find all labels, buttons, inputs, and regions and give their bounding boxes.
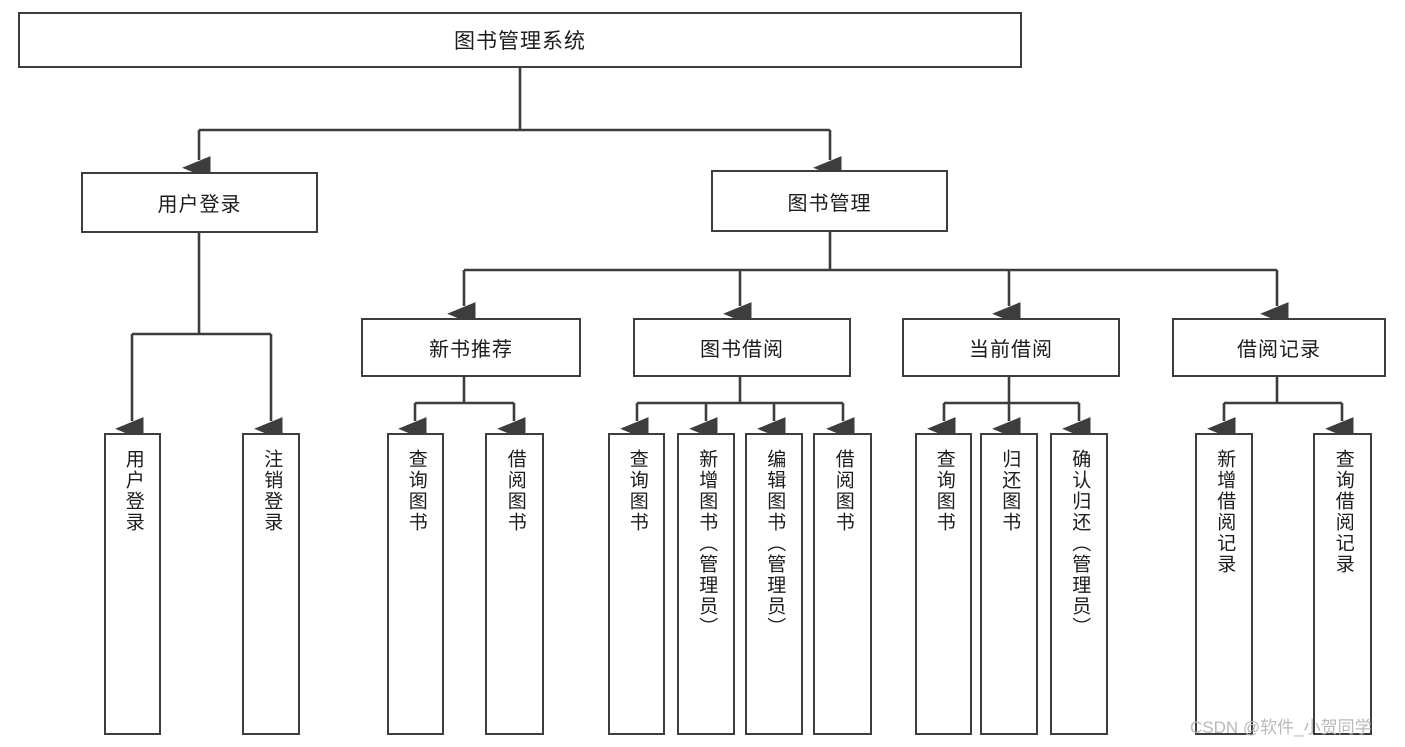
node-current-borrow[interactable]: 当前借阅 [902,318,1120,377]
leaf-borrow-query-book[interactable]: 查询图书 [608,433,665,735]
leaf-record-add[interactable]: 新增借阅记录 [1195,433,1253,735]
node-book-management[interactable]: 图书管理 [711,170,948,232]
leaf-borrow-borrow-book[interactable]: 借阅图书 [813,433,872,735]
node-label: 查询图书 [405,449,427,533]
node-label: 编辑图书（管理员） [764,449,786,638]
node-label: 借阅图书 [504,449,526,533]
node-borrow-record[interactable]: 借阅记录 [1172,318,1386,377]
node-label: 新增图书（管理员） [696,449,718,638]
node-label: 归还图书 [999,449,1021,533]
leaf-new-book-query[interactable]: 查询图书 [387,433,444,735]
leaf-borrow-add-book-admin[interactable]: 新增图书（管理员） [677,433,735,735]
node-user-login[interactable]: 用户登录 [81,172,318,233]
node-label: 注销登录 [261,449,283,533]
node-label: 新书推荐 [429,339,513,361]
leaf-user-logout[interactable]: 注销登录 [242,433,300,735]
leaf-borrow-edit-book-admin[interactable]: 编辑图书（管理员） [745,433,803,735]
node-label: 用户登录 [122,449,144,533]
node-new-book-recommend[interactable]: 新书推荐 [361,318,581,377]
node-label: 借阅记录 [1237,339,1321,361]
node-label: 当前借阅 [969,339,1053,361]
node-label: 用户登录 [157,194,242,216]
leaf-user-login[interactable]: 用户登录 [104,433,161,735]
leaf-record-query[interactable]: 查询借阅记录 [1313,433,1372,735]
node-label: 图书管理系统 [454,30,586,53]
leaf-new-book-borrow[interactable]: 借阅图书 [485,433,544,735]
node-label: 图书管理 [787,192,872,215]
node-label: 查询图书 [626,449,648,533]
leaf-current-query-book[interactable]: 查询图书 [915,433,972,735]
node-label: 借阅图书 [832,449,854,533]
leaf-current-confirm-return-admin[interactable]: 确认归还（管理员） [1050,433,1108,735]
leaf-current-return-book[interactable]: 归还图书 [980,433,1038,735]
node-label: 确认归还（管理员） [1069,449,1091,638]
node-label: 查询图书 [933,449,955,533]
csdn-watermark: CSDN @软件_小贺同学 [1190,718,1372,737]
node-label: 图书借阅 [700,339,784,361]
node-book-borrow[interactable]: 图书借阅 [633,318,851,377]
node-root-system[interactable]: 图书管理系统 [18,12,1022,68]
node-label: 查询借阅记录 [1332,449,1354,575]
node-label: 新增借阅记录 [1214,449,1236,575]
